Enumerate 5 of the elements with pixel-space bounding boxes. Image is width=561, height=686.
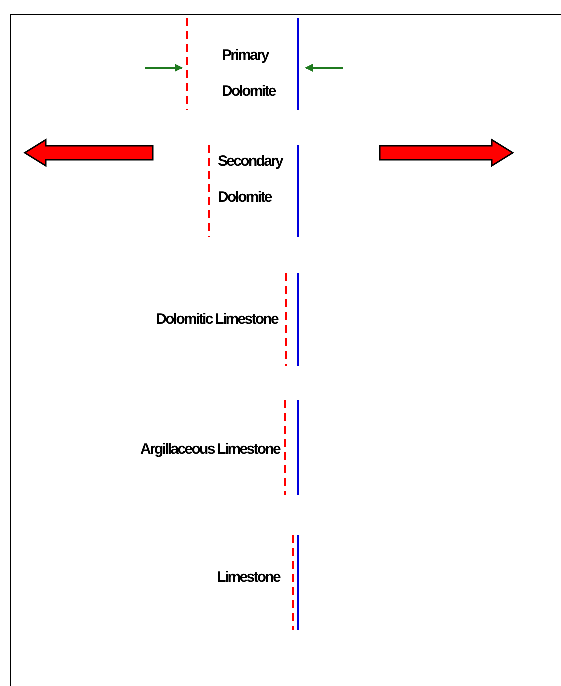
rock-type-label: Argillaceous Limestone (139, 440, 280, 460)
rock-type-label: Limestone (216, 568, 280, 588)
rock-type-label: Primary Dolomite (222, 46, 277, 102)
rock-type-label: Dolomitic Limestone (155, 310, 278, 330)
rock-type-label: Secondary Dolomite (218, 152, 284, 208)
